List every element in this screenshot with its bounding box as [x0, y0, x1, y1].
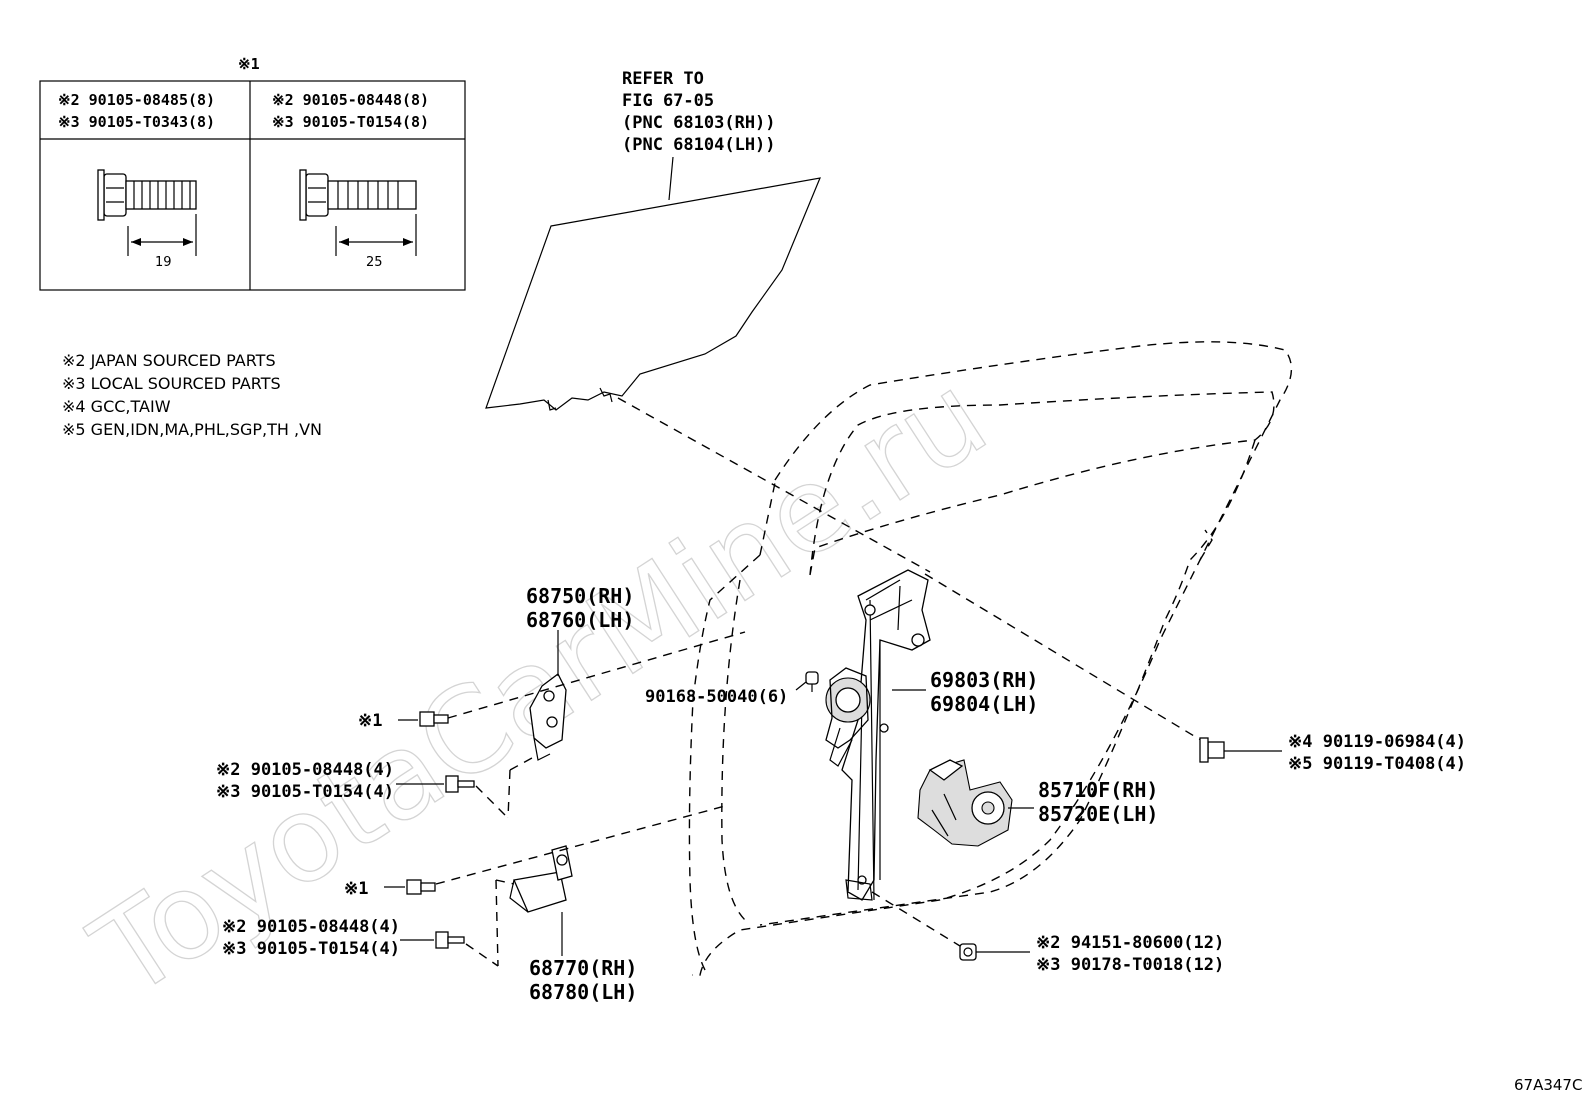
motor-lh-label: 85720E(LH): [1038, 802, 1158, 826]
fastener-table: ※1 ※2 90105-08485(8) ※3 90105-T0343(8) ※…: [39, 55, 466, 291]
refer-line3: (PNC 68103(RH)): [622, 113, 776, 133]
flange-bolt-short-icon: [97, 169, 197, 256]
door-glass: [485, 177, 821, 411]
lower-screw-icon: [435, 931, 465, 949]
nut-label-1: ※2 94151-80600(12): [1036, 933, 1224, 953]
refer-note: REFER TO FIG 67-05 (PNC 68103(RH)) (PNC …: [622, 69, 776, 155]
door-outline: [688, 341, 1293, 976]
motor-rh-label: 85710F(RH): [1038, 778, 1158, 802]
legend-item: ※2 JAPAN SOURCED PARTS: [62, 351, 276, 370]
lower-screw-label-2: ※3 90105-T0154(4): [222, 939, 400, 959]
upper-hinge-bolt-label: ※1: [358, 711, 382, 731]
dimension-label-25: 25: [366, 255, 383, 270]
window-regulator: [825, 569, 931, 901]
legend-item: ※5 GEN,IDN,MA,PHL,SGP,TH ,VN: [62, 420, 322, 439]
upper-hinge-lh-label: 68760(LH): [526, 608, 634, 632]
right-bolt-label-1: ※4 90119-06984(4): [1288, 732, 1466, 752]
nut-label-2: ※3 90178-T0018(12): [1036, 955, 1224, 975]
refer-line4: (PNC 68104(LH)): [622, 135, 776, 155]
right-bolt-icon: [1199, 737, 1225, 763]
upper-screw-label-2: ※3 90105-T0154(4): [216, 782, 394, 802]
flange-bolt-long-icon: [299, 169, 417, 256]
upper-screw-icon: [445, 775, 475, 793]
upper-hinge-rh-label: 68750(RH): [526, 584, 634, 608]
lower-hinge-rh-label: 68770(RH): [529, 956, 637, 980]
nut-icon: [959, 943, 977, 961]
table-col1-line2: ※3 90105-T0343(8): [58, 113, 215, 131]
clip-label: 90168-50040(6): [645, 687, 788, 707]
table-border: [39, 80, 466, 291]
legend: ※2 JAPAN SOURCED PARTS ※3 LOCAL SOURCED …: [62, 351, 322, 439]
lower-hinge-bolt-icon: [406, 879, 436, 895]
regulator-rh-label: 69803(RH): [930, 668, 1038, 692]
table-col2-line2: ※3 90105-T0154(8): [272, 113, 429, 131]
table-col1-line1: ※2 90105-08485(8): [58, 91, 215, 109]
upper-screw-label-1: ※2 90105-08448(4): [216, 760, 394, 780]
legend-item: ※4 GCC,TAIW: [62, 397, 171, 416]
figure-code: 67A347C: [1514, 1076, 1582, 1094]
lower-screw-label-1: ※2 90105-08448(4): [222, 917, 400, 937]
regulator-motor: [917, 759, 1013, 847]
lower-hinge: [509, 845, 573, 913]
refer-line1: REFER TO: [622, 69, 704, 89]
right-bolt-label-2: ※5 90119-T0408(4): [1288, 754, 1466, 774]
table-col2-line1: ※2 90105-08448(8): [272, 91, 429, 109]
dimension-label-19: 19: [155, 255, 172, 270]
lower-hinge-lh-label: 68780(LH): [529, 980, 637, 1004]
table-header-mark: ※1: [238, 55, 260, 73]
regulator-lh-label: 69804(LH): [930, 692, 1038, 716]
legend-item: ※3 LOCAL SOURCED PARTS: [62, 374, 281, 393]
upper-hinge: [529, 673, 567, 761]
lower-hinge-bolt-label: ※1: [344, 879, 368, 899]
clip-icon: [805, 671, 819, 692]
refer-line2: FIG 67-05: [622, 91, 714, 111]
upper-hinge-bolt-icon: [419, 711, 449, 727]
